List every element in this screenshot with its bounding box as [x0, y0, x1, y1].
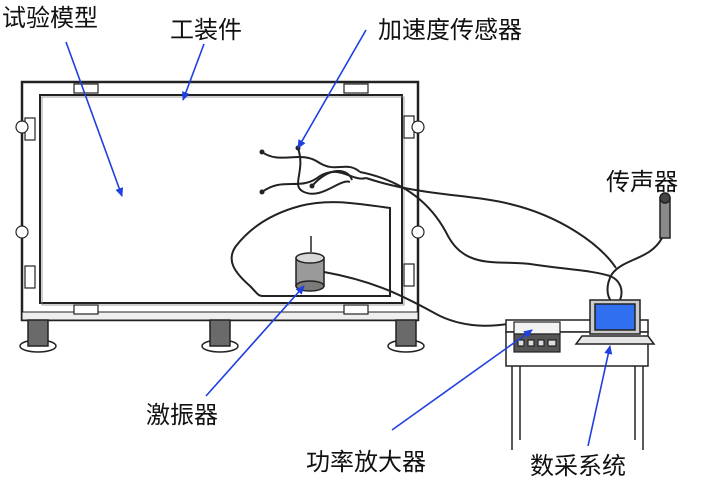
label-accelerometer: 加速度传感器: [378, 16, 522, 44]
arrow-accelerometer: [297, 29, 367, 149]
fixture-legs: [19, 319, 425, 353]
laptop: [574, 299, 656, 345]
microphone: [659, 192, 671, 239]
label-daq-system: 数采系统: [530, 452, 626, 480]
label-test-model: 试验模型: [2, 4, 98, 32]
label-fixture: 工装件: [170, 16, 242, 44]
shaker: [295, 236, 325, 292]
label-shaker: 激振器: [146, 401, 218, 429]
shaker-cable: [323, 271, 521, 327]
arrow-shaker: [205, 285, 305, 397]
pointer-arrows: [65, 29, 613, 447]
test-model-outline: [230, 201, 391, 297]
fixture-clamps: [15, 83, 425, 315]
arrow-fixture: [182, 43, 205, 101]
accelerometer-sensors: [259, 145, 315, 195]
label-microphone: 传声器: [606, 168, 678, 196]
arrow-test-model: [65, 41, 124, 197]
labels: 试验模型 工装件 加速度传感器 传声器 激振器 功率放大器 数采系统: [2, 4, 678, 480]
microphone-cable: [606, 237, 663, 303]
arrow-daq-system: [587, 345, 613, 447]
label-power-amplifier: 功率放大器: [306, 448, 426, 476]
fixture-frame: [20, 80, 420, 322]
arrow-power-amplifier: [391, 329, 533, 431]
accelerometer-cables: [261, 147, 623, 301]
